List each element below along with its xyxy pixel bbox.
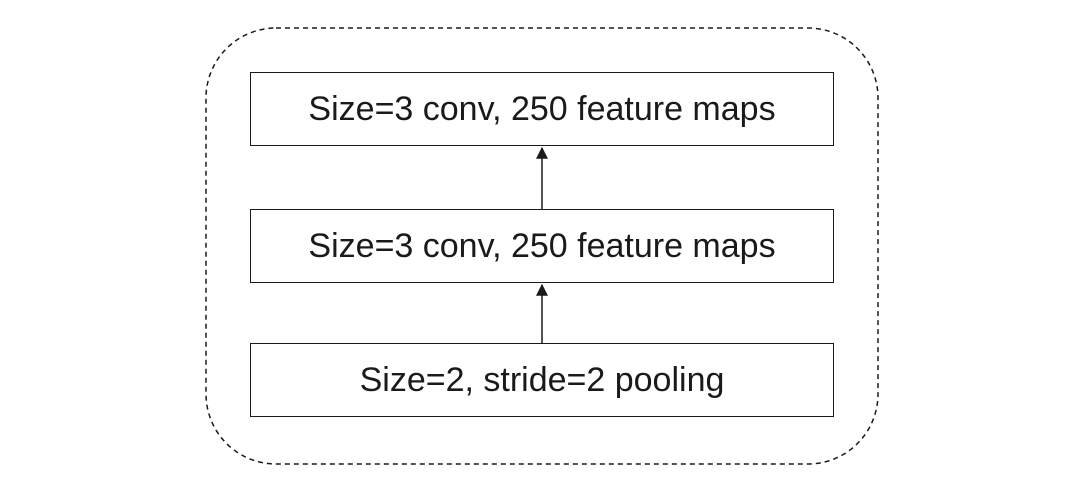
layer-label: Size=3 conv, 250 feature maps xyxy=(308,89,776,128)
pooling-layer-box: Size=2, stride=2 pooling xyxy=(250,343,834,417)
conv-layer-box-middle: Size=3 conv, 250 feature maps xyxy=(250,209,834,283)
conv-layer-box-top: Size=3 conv, 250 feature maps xyxy=(250,72,834,146)
layer-label: Size=2, stride=2 pooling xyxy=(359,360,725,399)
dashed-group-outline xyxy=(205,27,879,465)
layer-label: Size=3 conv, 250 feature maps xyxy=(308,226,776,265)
